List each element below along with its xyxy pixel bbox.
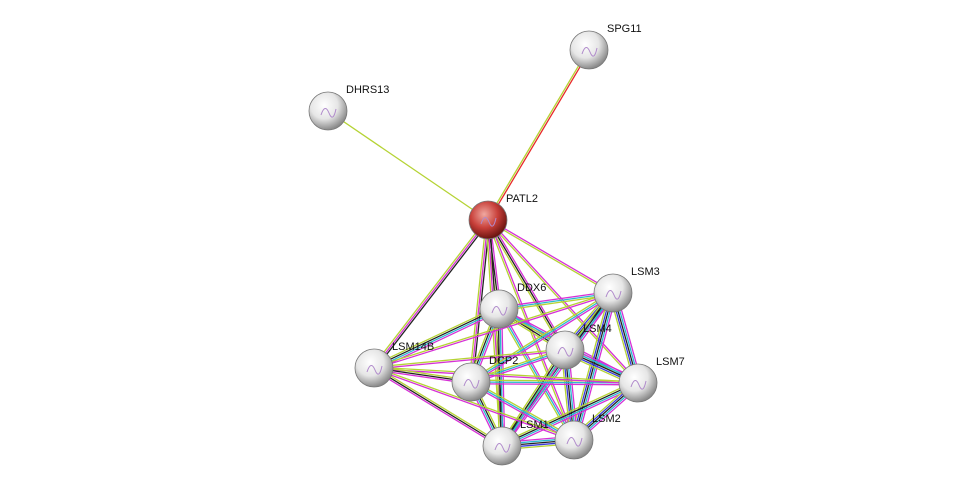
edge-lsm4-lsm14b[interactable]	[373, 348, 566, 370]
edge-evidence-textmining	[486, 220, 574, 441]
edge-evidence-databases	[499, 308, 504, 446]
edge-evidence-coexpression	[374, 220, 490, 370]
edge-evidence-coexpression	[373, 307, 499, 368]
node-label: DDX6	[517, 282, 546, 294]
edge-evidence-textmining	[469, 290, 613, 382]
edge-evidence-neighborhood	[488, 50, 591, 221]
edge-evidence-textmining	[372, 305, 499, 367]
node-label: LSM14B	[392, 341, 434, 353]
edge-evidence-textmining	[327, 110, 489, 221]
edge-evidence-experiments	[373, 368, 638, 385]
edge-evidence-databases	[470, 292, 614, 383]
protein-structure-icon	[581, 47, 598, 57]
edge-patl2-lsm2[interactable]	[486, 219, 576, 441]
edge-lsm1-lsm14b[interactable]	[372, 365, 504, 449]
edge-dhrs13-patl2[interactable]	[327, 110, 489, 221]
edge-evidence-textmining	[372, 218, 488, 368]
edge-ddx6-lsm14b[interactable]	[372, 305, 501, 372]
node-lsm4[interactable]: LSM4	[545, 323, 612, 370]
node-label: LSM1	[520, 419, 549, 431]
node-patl2[interactable]: PATL2	[468, 193, 538, 240]
edge-ddx6-lsm1[interactable]	[495, 308, 506, 447]
node-label: PATL2	[506, 193, 538, 205]
edge-evidence-textmining	[468, 219, 487, 382]
protein-structure-icon	[605, 290, 622, 300]
protein-structure-icon	[320, 108, 337, 118]
protein-structure-icon	[566, 437, 583, 447]
edge-evidence-experiments	[374, 293, 614, 370]
node-ddx6[interactable]: DDX6	[479, 282, 546, 329]
edge-evidence-experiments	[373, 219, 489, 369]
edge-evidence-experiments	[470, 383, 638, 386]
edge-evidence-experiments	[471, 293, 615, 385]
edge-evidence-experiments	[501, 308, 506, 446]
edge-lsm7-lsm1[interactable]	[500, 379, 640, 450]
edge-lsm7-lsm14b[interactable]	[373, 366, 639, 385]
protein-structure-icon	[366, 365, 383, 375]
edge-evidence-textmining	[373, 291, 613, 368]
node-spg11[interactable]: SPG11	[569, 23, 642, 70]
edge-evidence-experiments	[488, 218, 614, 293]
edge-evidence-textmining	[495, 309, 500, 447]
node-label: SPG11	[607, 23, 642, 35]
protein-structure-icon	[463, 379, 480, 389]
node-dcp2[interactable]: DCP2	[451, 355, 518, 402]
edge-lsm3-lsm14b[interactable]	[373, 291, 614, 370]
edge-evidence-textmining	[486, 49, 589, 220]
edge-evidence-textmining	[471, 379, 576, 439]
edge-evidence-databases	[502, 383, 639, 448]
protein-structure-icon	[494, 443, 511, 453]
node-lsm1[interactable]: LSM1	[482, 419, 549, 466]
edge-evidence-coexpression	[373, 367, 503, 447]
edge-evidence-databases	[470, 381, 575, 441]
edge-spg11-patl2[interactable]	[486, 49, 591, 221]
node-label: LSM7	[656, 356, 685, 368]
edge-evidence-coexpression	[497, 309, 502, 447]
edge-evidence-textmining	[374, 365, 504, 446]
edge-patl2-lsm3[interactable]	[487, 218, 614, 295]
node-lsm3[interactable]: LSM3	[593, 266, 660, 313]
edge-evidence-experiments	[488, 219, 576, 440]
node-label: LSM3	[631, 266, 660, 278]
edge-evidence-experiments	[488, 218, 640, 383]
edge-evidence-textmining	[373, 348, 565, 368]
edge-evidence-experiments	[372, 368, 502, 449]
node-label: LSM2	[592, 413, 621, 425]
node-dhrs13[interactable]: DHRS13	[308, 84, 389, 131]
edge-evidence-experiments	[373, 368, 574, 442]
edge-evidence-experiments	[470, 219, 489, 383]
protein-structure-icon	[480, 217, 497, 227]
edge-evidence-coexpression	[501, 381, 638, 446]
edge-evidence-experiments	[576, 293, 618, 442]
edge-evidence-databases	[498, 308, 575, 441]
protein-structure-icon	[491, 306, 508, 316]
protein-structure-icon	[630, 380, 647, 390]
node-label: DHRS13	[346, 84, 389, 96]
node-lsm7[interactable]: LSM7	[618, 356, 685, 403]
node-label: LSM4	[583, 323, 612, 335]
edge-lsm3-dcp2[interactable]	[469, 290, 615, 385]
edge-lsm2-lsm14b[interactable]	[373, 366, 575, 442]
edge-evidence-textmining	[500, 379, 638, 445]
edge-evidence-databases	[374, 309, 500, 370]
node-lsm2[interactable]: LSM2	[554, 413, 621, 460]
node-lsm14b[interactable]: LSM14B	[354, 341, 434, 388]
edge-evidence-experiments	[502, 384, 640, 450]
node-label: DCP2	[489, 355, 518, 367]
edge-evidence-textmining	[374, 366, 639, 383]
edge-evidence-textmining	[374, 366, 575, 440]
edge-evidence-textmining	[496, 309, 574, 442]
edge-patl2-lsm14b[interactable]	[372, 218, 490, 370]
edge-evidence-textmining	[487, 220, 613, 295]
edge-evidence-experiments	[374, 350, 566, 370]
protein-structure-icon	[557, 347, 574, 357]
